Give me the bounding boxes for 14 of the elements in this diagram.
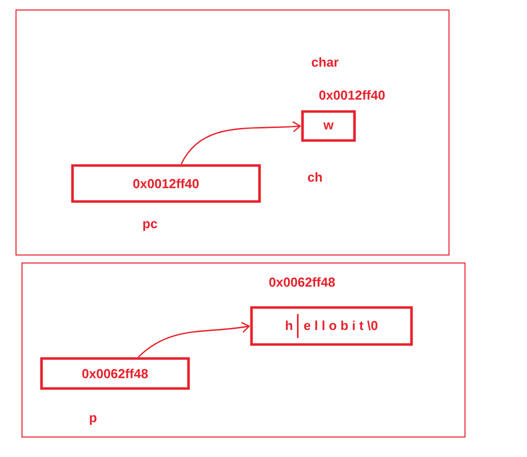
panel	[16, 10, 450, 256]
memory-cell: 0x0062ff48	[40, 357, 190, 390]
variable-label: p	[90, 415, 96, 425]
memory-cell: 0x0012ff40	[71, 164, 261, 203]
panel	[22, 262, 466, 438]
arrow	[180, 121, 302, 165]
memory-cell: w	[301, 110, 356, 142]
variable-label: ch	[308, 172, 322, 182]
memory-cell: h e l l o b i t \0	[250, 306, 413, 346]
variable-label: pc	[143, 221, 158, 231]
variable-label: 0x0012ff40	[319, 90, 385, 100]
variable-label: char	[312, 57, 339, 67]
arrow	[138, 322, 250, 358]
variable-label: 0x0062ff48	[269, 277, 335, 287]
